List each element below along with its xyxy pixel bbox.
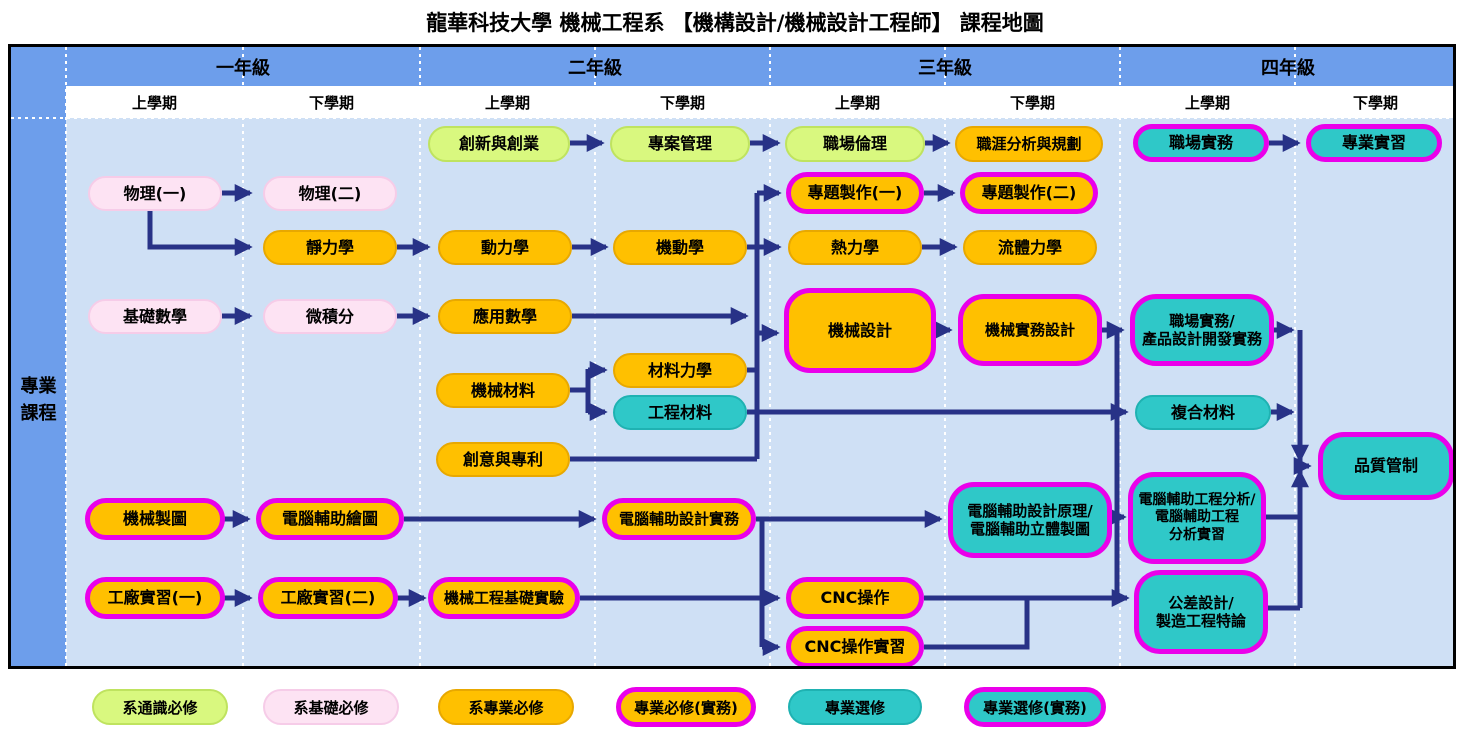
course-cae-analysis: 電腦輔助工程分析/ 電腦輔助工程 分析實習 xyxy=(1128,472,1266,564)
course-dynamics: 動力學 xyxy=(438,230,572,265)
semester-header-y4-first: 上學期 xyxy=(1184,93,1230,112)
semester-header-y4-second: 下學期 xyxy=(1352,93,1398,112)
course-workplace-ethics: 職場倫理 xyxy=(785,126,925,162)
course-physics-2: 物理(二) xyxy=(263,176,397,211)
course-eng-materials: 工程材料 xyxy=(613,395,747,430)
course-physics-1: 物理(一) xyxy=(88,176,222,211)
course-capstone-1: 專題製作(一) xyxy=(786,172,924,214)
course-materials-mechanics: 材料力學 xyxy=(613,353,747,388)
grid-dividers xyxy=(11,47,1456,666)
course-innovation: 創新與創業 xyxy=(428,126,570,162)
course-machine-design: 機械設計 xyxy=(784,288,936,373)
course-cad-practice: 電腦輔助設計實務 xyxy=(602,498,756,540)
semester-header-y1-first: 上學期 xyxy=(131,93,177,112)
course-fluid-mechanics: 流體力學 xyxy=(963,230,1097,265)
course-composites: 複合材料 xyxy=(1135,395,1271,430)
course-cad-drawing: 電腦輔助繪圖 xyxy=(256,498,404,540)
year-header-4: 四年級 xyxy=(1261,57,1315,79)
semester-header-y3-first: 上學期 xyxy=(834,93,880,112)
legend-professional_practicum: 專業必修(實務) xyxy=(616,687,756,727)
semester-header-y2-second: 下學期 xyxy=(659,93,705,112)
arrow-38 xyxy=(924,600,1030,650)
course-thermodynamics: 熱力學 xyxy=(788,230,922,265)
course-drafting: 機械製圖 xyxy=(85,498,225,540)
semester-header-y3-second: 下學期 xyxy=(1009,93,1055,112)
semester-header-y2-first: 上學期 xyxy=(484,93,530,112)
legend-foundation: 系基礎必修 xyxy=(263,689,399,725)
course-capstone-2: 專題製作(二) xyxy=(960,172,1098,214)
course-statics: 靜力學 xyxy=(263,230,397,265)
course-mech-materials: 機械材料 xyxy=(436,373,570,408)
year-header-2: 二年級 xyxy=(568,57,622,79)
course-internship: 專業實習 xyxy=(1306,124,1442,162)
year-header-1: 一年級 xyxy=(216,57,270,79)
legend-elective: 專業選修 xyxy=(788,689,922,725)
course-workshop-1: 工廠實習(一) xyxy=(85,577,225,619)
legend-professional: 系專業必修 xyxy=(438,689,574,725)
course-workshop-2: 工廠實習(二) xyxy=(258,577,398,619)
course-workplace-practice: 職場實務 xyxy=(1133,124,1269,162)
legend-elective_practicum: 專業選修(實務) xyxy=(964,687,1106,727)
course-quality-control: 品質管制 xyxy=(1318,432,1454,500)
arrow-1 xyxy=(147,210,253,256)
diagram-title: 龍華科技大學 機械工程系 【機構設計/機械設計工程師】 課程地圖 xyxy=(426,11,1044,35)
legend-general: 系通識必修 xyxy=(92,689,228,725)
sidebar-column-background xyxy=(11,47,66,666)
course-project-mgmt: 專案管理 xyxy=(610,126,750,162)
course-basic-lab: 機械工程基礎實驗 xyxy=(428,577,580,619)
course-workplace-product-dev: 職場實務/ 產品設計開發實務 xyxy=(1130,294,1274,366)
course-mechanisms: 機動學 xyxy=(613,230,747,265)
sidebar-label: 專業 課程 xyxy=(20,376,57,424)
course-tolerance-design: 公差設計/ 製造工程特論 xyxy=(1134,570,1268,654)
course-calculus: 微積分 xyxy=(263,299,397,334)
semester-header-band xyxy=(66,86,1456,118)
year-header-band xyxy=(66,47,1456,86)
course-cnc-operation: CNC操作 xyxy=(786,577,924,619)
course-career-planning: 職涯分析與規劃 xyxy=(955,126,1103,162)
course-patents: 創意與專利 xyxy=(436,442,570,477)
course-cnc-practice: CNC操作實習 xyxy=(786,626,924,668)
year-header-3: 三年級 xyxy=(918,57,972,79)
semester-header-y1-second: 下學期 xyxy=(308,93,354,112)
course-cad-principles: 電腦輔助設計原理/ 電腦輔助立體製圖 xyxy=(948,482,1112,558)
course-practical-machine-design: 機械實務設計 xyxy=(958,294,1102,366)
course-basic-math: 基礎數學 xyxy=(88,299,222,334)
prerequisite-arrows xyxy=(147,134,1312,656)
course-applied-math: 應用數學 xyxy=(438,299,572,334)
